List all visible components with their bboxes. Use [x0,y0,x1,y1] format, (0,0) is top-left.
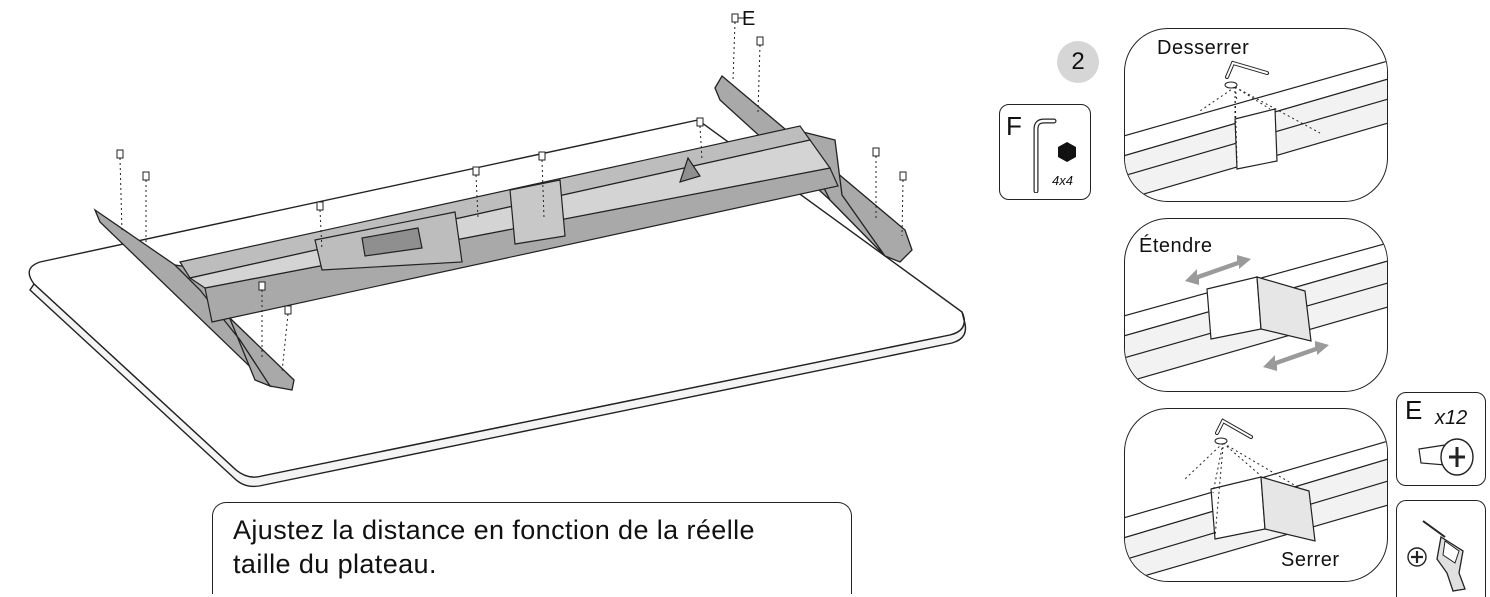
tighten-detail-panel: Serrer [1124,408,1388,582]
extend-label: Étendre [1139,235,1213,257]
extend-detail-panel: Étendre [1124,218,1388,392]
hex-key-size: 4x4 [1052,173,1073,188]
step-number-badge: 2 [1057,41,1099,83]
tighten-detail-drawing [1125,418,1387,581]
screws [116,13,907,315]
loosen-detail-panel: Desserrer [1124,28,1388,202]
screw-callout-label: E [742,8,756,30]
tighten-label: Serrer [1281,549,1340,571]
loosen-label: Desserrer [1157,37,1250,59]
extend-detail-drawing [1125,242,1387,384]
caption-line-2: taille du plateau. [233,549,437,579]
extend-arrows [1185,255,1329,371]
desk-assembly-illustration [28,13,967,488]
screw-guides [119,21,904,373]
hex-key-letter: F [1006,111,1022,141]
crossbar-frame [179,125,839,323]
hex-key-part-box: F 4x4 [999,104,1091,200]
screw-part-box: E x12 [1396,392,1486,486]
drill-tool-box [1396,500,1486,597]
hex-key-icon [1033,118,1057,193]
screw-quantity: x12 [1435,407,1468,429]
instruction-caption: Ajustez la distance en fonction de la ré… [212,502,852,594]
hexagon-icon [1058,142,1076,162]
power-drill-icon [1407,520,1466,592]
caption-line-1: Ajustez la distance en fonction de la ré… [233,515,755,545]
phillips-screw-icon [1418,438,1474,476]
loosen-detail-drawing [1125,60,1387,201]
screw-letter: E [1405,395,1423,425]
